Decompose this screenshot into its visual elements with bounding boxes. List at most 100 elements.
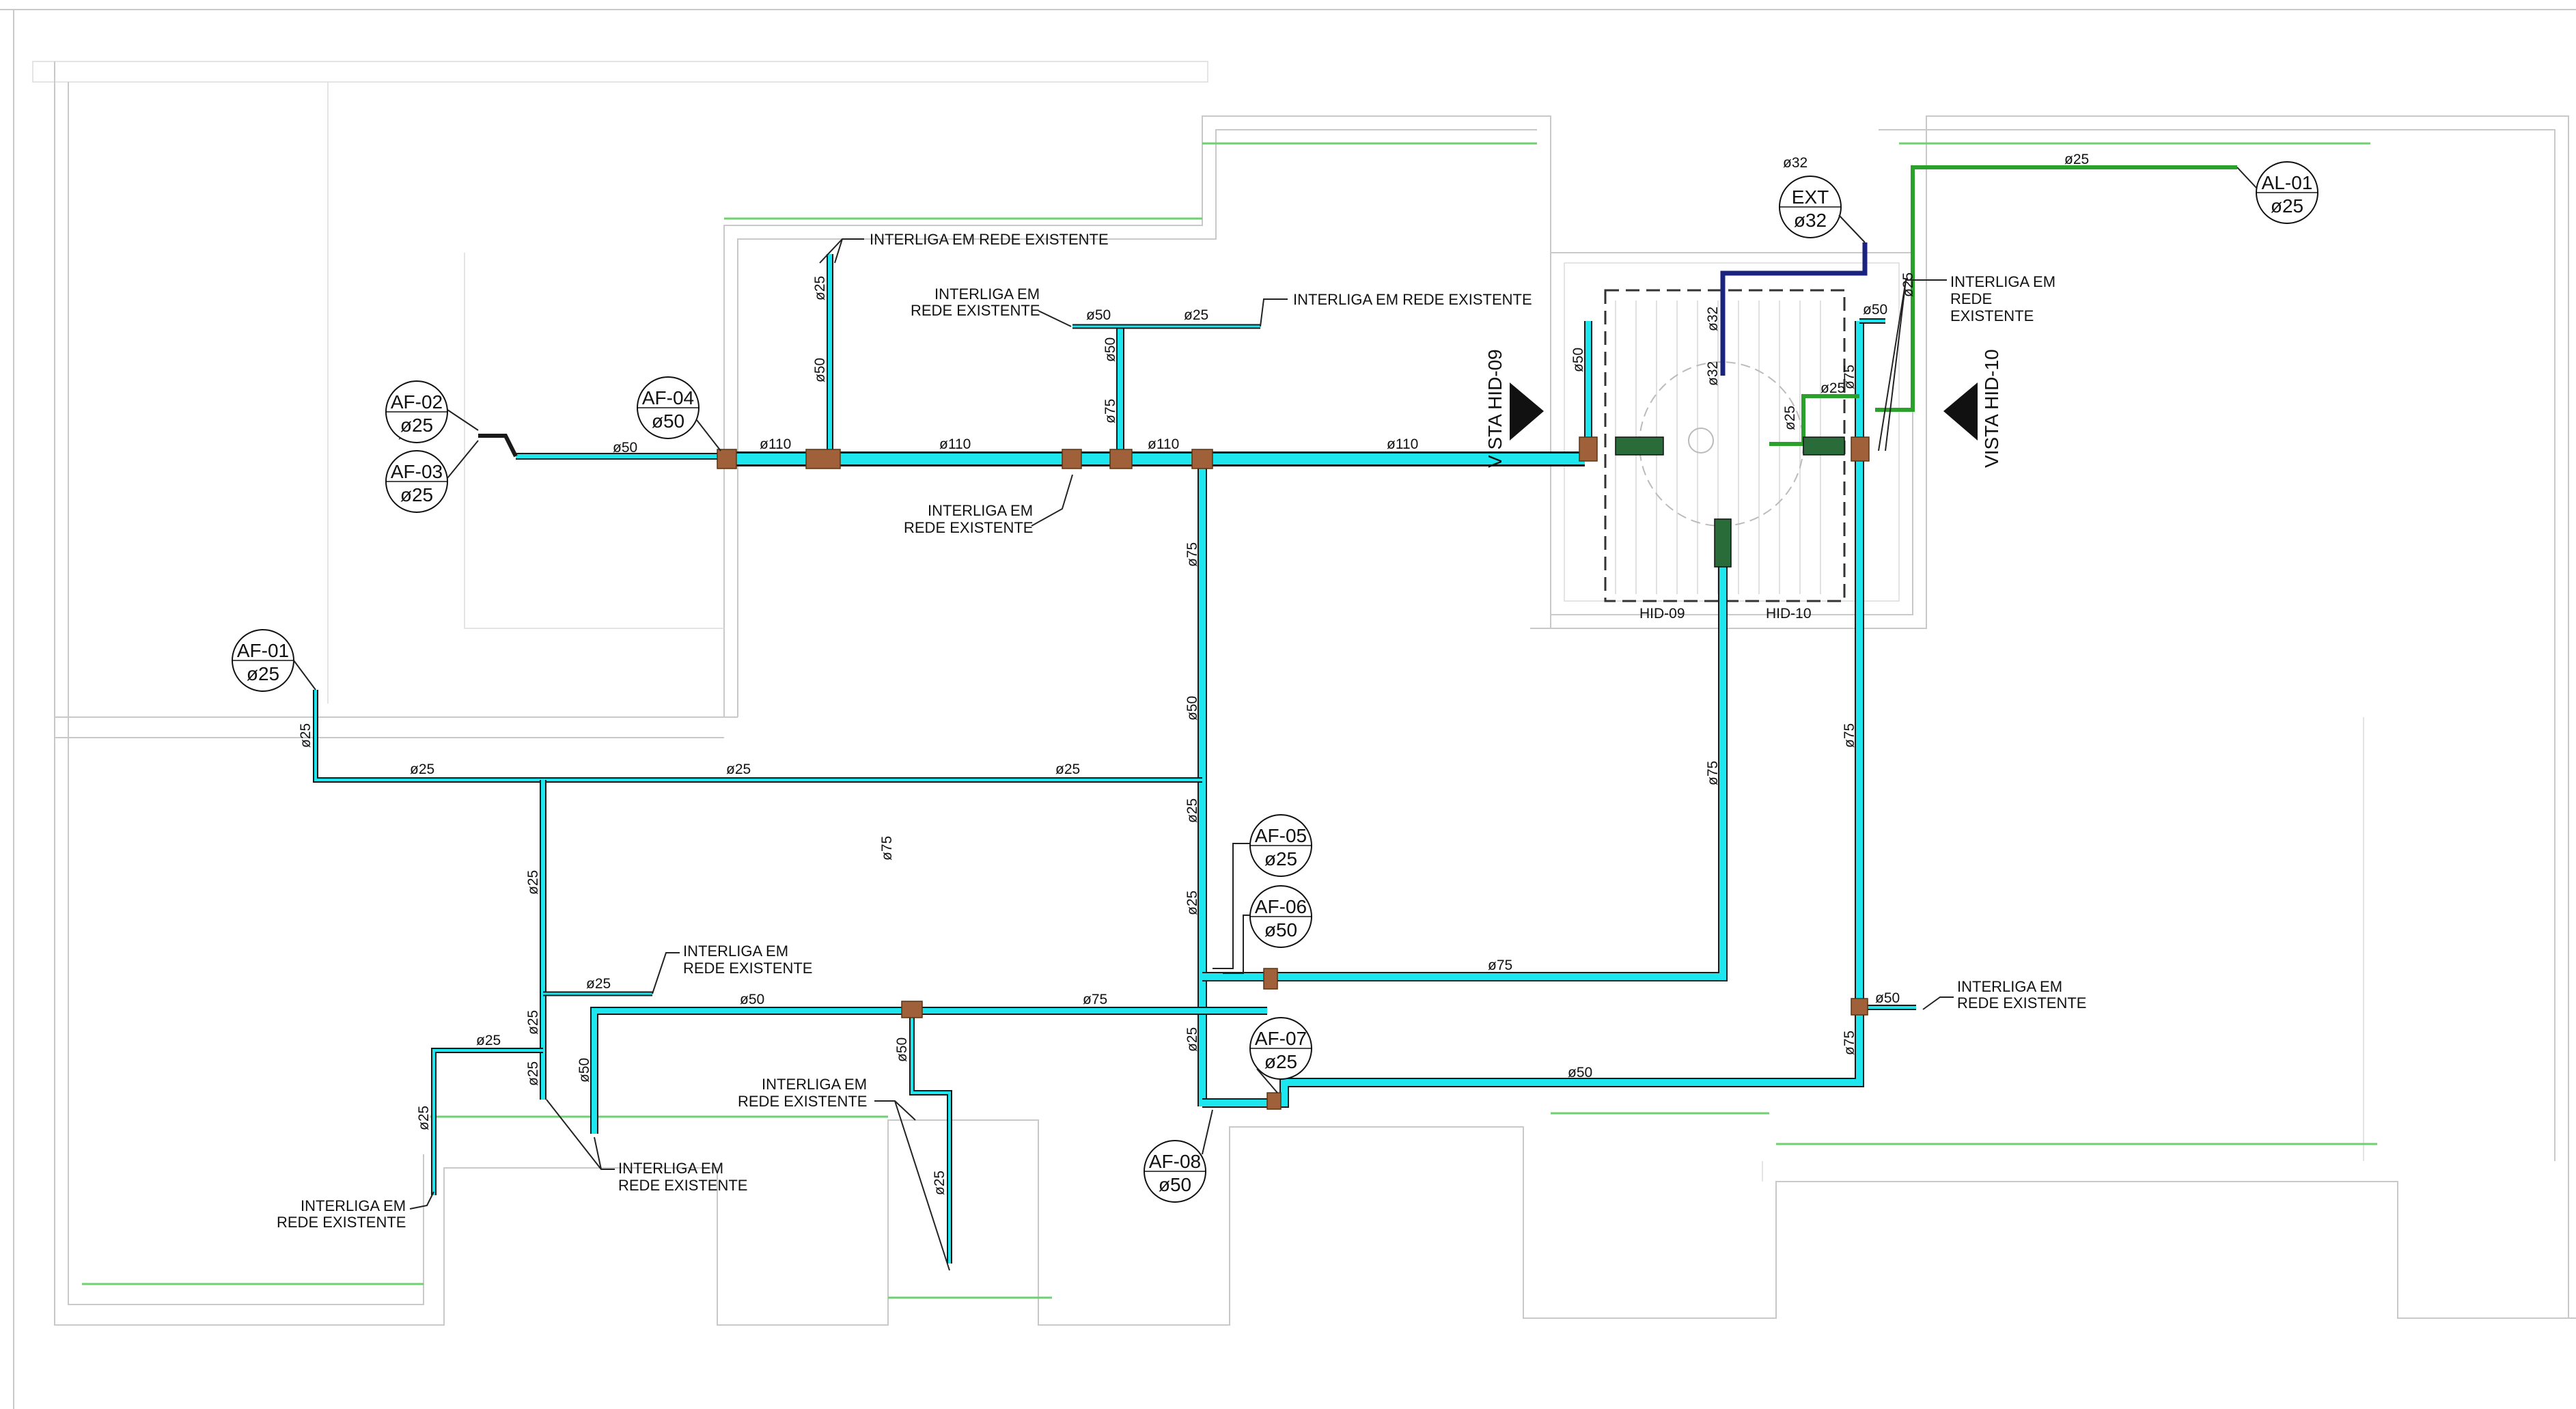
note-interliga-l2: REDE EXISTENTE: [277, 1214, 406, 1231]
dia-label: ø50: [1875, 990, 1900, 1006]
fittings: [717, 436, 1870, 1110]
dia-label: ø110: [939, 436, 971, 452]
dia-label: ø25: [525, 870, 541, 895]
tag-id: AF-07: [1255, 1028, 1307, 1049]
dia-label: ø110: [760, 436, 791, 452]
tag-af05: AF-05 ø25: [1213, 814, 1312, 969]
dia-label: ø25: [1185, 891, 1200, 915]
dia-label: ø25: [1055, 762, 1080, 777]
dia-label: ø50: [1103, 337, 1118, 362]
pipe-af02-branch: [478, 434, 728, 460]
sheet-border: [0, 9, 2576, 1409]
tag-af01: AF-01 ø25: [232, 629, 316, 692]
note-interliga-l2: REDE EXISTENTE: [904, 519, 1033, 536]
note-interliga: INTERLIGA EM REDE EXISTENTE: [870, 231, 1109, 248]
dia-label: ø25: [2064, 152, 2089, 167]
pipe-h-1585: [1202, 318, 1916, 1108]
dia-label: ø25: [1184, 307, 1208, 323]
tag-dia: ø25: [2271, 195, 2303, 217]
tag-al01: AL-01 ø25: [2236, 161, 2318, 224]
tag-id: AF-05: [1255, 825, 1307, 846]
dia-label: ø25: [1820, 380, 1845, 396]
dia-label: ø75: [1842, 723, 1857, 748]
dia-label: ø25: [416, 1106, 432, 1130]
pipe-h-1142: [313, 690, 1202, 783]
dia-label: ø75: [1185, 542, 1200, 567]
dia-label: ø25: [1185, 798, 1200, 823]
dia-label: ø110: [1148, 436, 1179, 452]
dia-label: ø75: [879, 836, 895, 861]
tag-dia: ø25: [1264, 848, 1297, 869]
tag-dia: ø25: [247, 663, 279, 684]
tag-id: EXT: [1792, 186, 1829, 208]
dia-label: ø25: [525, 1010, 541, 1035]
note-interliga-l1: INTERLIGA EM: [301, 1197, 406, 1214]
view-label: VISTA HID-10: [1981, 349, 2002, 468]
tag-af08: AF-08 ø50: [1144, 1109, 1213, 1203]
dia-label: ø50: [1568, 1065, 1592, 1080]
note-interliga-l2: REDE EXISTENTE: [738, 1093, 867, 1110]
tag-id: AF-04: [642, 387, 694, 408]
tag-id: AF-01: [237, 640, 289, 661]
tag-id: AF-02: [391, 391, 443, 413]
dia-label: ø50: [1185, 696, 1200, 721]
diameter-labels-vertical: ø25 ø50 ø50 ø75 ø75 ø50 ø25 ø25 ø25 ø25 …: [298, 273, 1916, 1195]
tag-dia: ø25: [400, 415, 433, 436]
al01-line-green: [1769, 165, 2237, 446]
note-interliga-l1: INTERLIGA EM: [1957, 978, 2062, 995]
tag-dia: ø50: [1264, 919, 1297, 940]
view-label: VISTA HID-09: [1484, 349, 1506, 468]
note-interliga-l2: REDE EXISTENTE: [1957, 994, 2086, 1012]
dia-label: ø25: [1782, 406, 1798, 430]
note-interliga-l2: REDE EXISTENTE: [911, 302, 1040, 319]
building-outline: [32, 61, 2576, 1326]
connection-notes: INTERLIGA EM REDE EXISTENTE INTERLIGA EM…: [277, 231, 2086, 1271]
view-marker-hid09: VISTA HID-09: [1484, 349, 1544, 468]
dia-label: ø32: [1783, 155, 1808, 171]
tag-dia: ø25: [400, 484, 433, 505]
tag-id: AF-03: [391, 461, 443, 482]
room-label-hid09: HID-09: [1639, 606, 1685, 622]
diameter-labels: ø50 ø110 ø110 ø110 ø110 ø25 ø50 ø25 ø32 …: [398, 152, 2089, 1080]
tag-af04: AF-04 ø50: [637, 376, 721, 451]
note-interliga-l2: REDE EXISTENTE: [683, 960, 812, 977]
dia-label: ø25: [1900, 273, 1916, 297]
tag-id: AL-01: [2262, 172, 2313, 193]
note-interliga-l1: INTERLIGA EM: [762, 1076, 867, 1093]
dia-label: ø50: [740, 992, 764, 1007]
dia-label: ø75: [1842, 1031, 1857, 1055]
note-interliga-l1: INTERLIGA EM: [928, 502, 1033, 519]
tag-ext: EXT ø32: [1779, 176, 1866, 243]
cold-water-network: [313, 254, 1916, 1264]
tag-dia: ø50: [652, 410, 684, 432]
pipe-vert-795: [431, 780, 652, 1195]
dia-label: ø25: [812, 276, 828, 301]
dia-label: ø25: [932, 1171, 947, 1195]
tag-af06: AF-06 ø50: [1223, 885, 1312, 974]
room-label-hid10: HID-10: [1766, 606, 1812, 622]
note-interliga-l2: REDE EXISTENTE: [618, 1177, 747, 1194]
dia-label: ø75: [1103, 399, 1118, 423]
note-interliga: INTERLIGA EM REDE EXISTENTE: [1293, 291, 1532, 308]
dia-label: ø25: [726, 762, 751, 777]
tag-dia: ø50: [1159, 1174, 1191, 1195]
note-interliga-l1: INTERLIGA EM: [1950, 273, 2055, 290]
tag-af07: AF-07 ø25: [1249, 1017, 1312, 1093]
dia-label: ø50: [577, 1058, 592, 1083]
ext-line-blue: [1720, 242, 1868, 376]
tag-af03: AF-03 ø25: [385, 440, 479, 513]
dia-label: ø32: [1705, 361, 1721, 386]
note-interliga-l3: EXISTENTE: [1950, 307, 2034, 324]
dia-label: ø75: [1705, 761, 1721, 785]
note-interliga-l2: REDE: [1950, 290, 1992, 307]
dia-label: ø50: [613, 440, 637, 456]
tag-dia: ø25: [1264, 1051, 1297, 1072]
tag-dia: ø32: [1794, 210, 1827, 231]
dia-label: ø25: [1185, 1027, 1200, 1052]
view-marker-hid10: VISTA HID-10: [1943, 349, 2002, 468]
pipe-h-1480: [590, 1007, 1267, 1264]
dia-label: ø25: [298, 723, 314, 748]
note-interliga-l1: INTERLIGA EM: [618, 1160, 723, 1177]
pipe-vert-1640: [1072, 324, 1260, 459]
